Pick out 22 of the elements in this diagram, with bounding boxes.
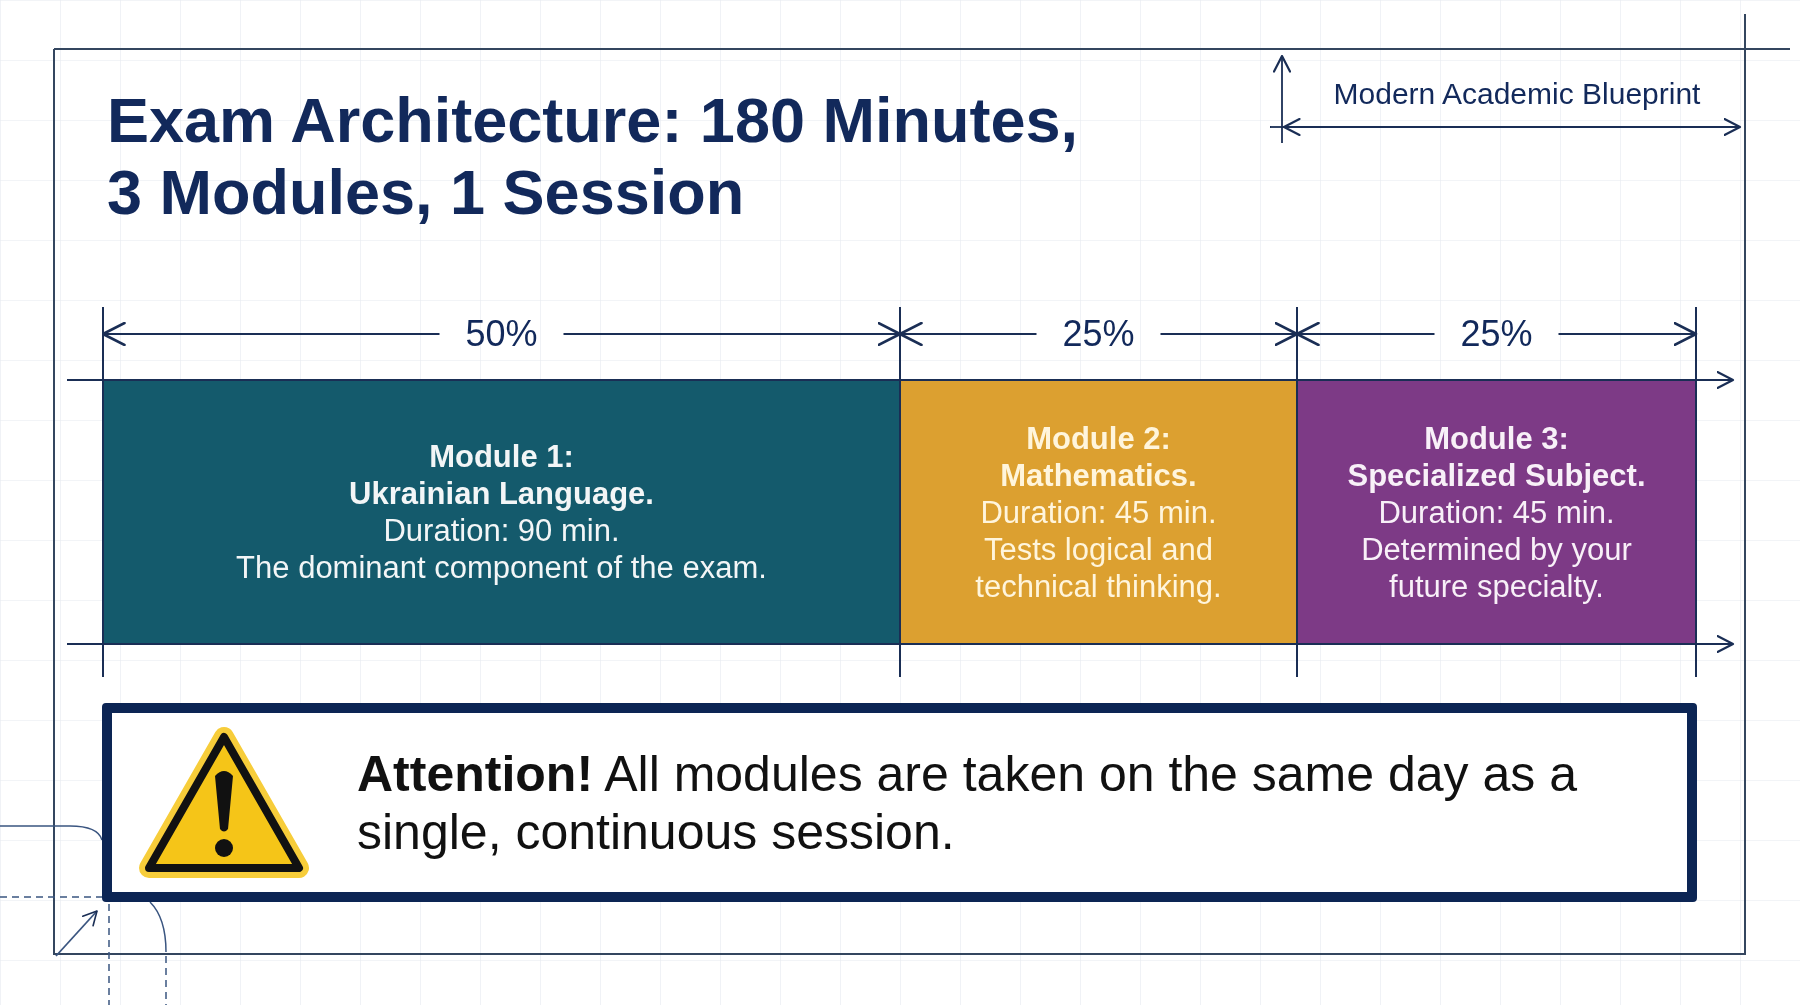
- notice-text: Attention! All modules are taken on the same day as a single, continuous session.: [357, 744, 1578, 861]
- module-subject: Specialized Subject.: [1347, 456, 1646, 494]
- module-label: Module 1:: [429, 438, 574, 475]
- subtitle-label: Modern Academic Blueprint: [1333, 76, 1701, 112]
- notice-box: [102, 703, 1697, 902]
- module-label: Module 3:: [1424, 419, 1569, 457]
- dimension-label: 25%: [1460, 313, 1533, 355]
- duration-text: Duration: 45 min.: [980, 493, 1217, 531]
- dimension-label: 25%: [1062, 313, 1135, 355]
- duration-text: Duration: 45 min.: [1378, 493, 1615, 531]
- module-description: The dominant component of the exam.: [236, 549, 767, 586]
- module-block: [900, 380, 1297, 644]
- duration-text: Duration: 90 min.: [383, 512, 620, 549]
- dimension-label: 50%: [465, 313, 538, 355]
- module-block: [1297, 380, 1696, 644]
- module-subject: Mathematics.: [1000, 456, 1197, 494]
- module-description: Determined by your future specialty.: [1360, 530, 1633, 605]
- module-subject: Ukrainian Language.: [349, 475, 654, 512]
- module-label: Module 2:: [1026, 419, 1171, 457]
- module-description: Tests logical and technical thinking.: [974, 530, 1223, 605]
- title: Exam Architecture: 180 Minutes, 3 Modules, 1 Session: [107, 84, 1079, 228]
- module-block: [103, 380, 900, 644]
